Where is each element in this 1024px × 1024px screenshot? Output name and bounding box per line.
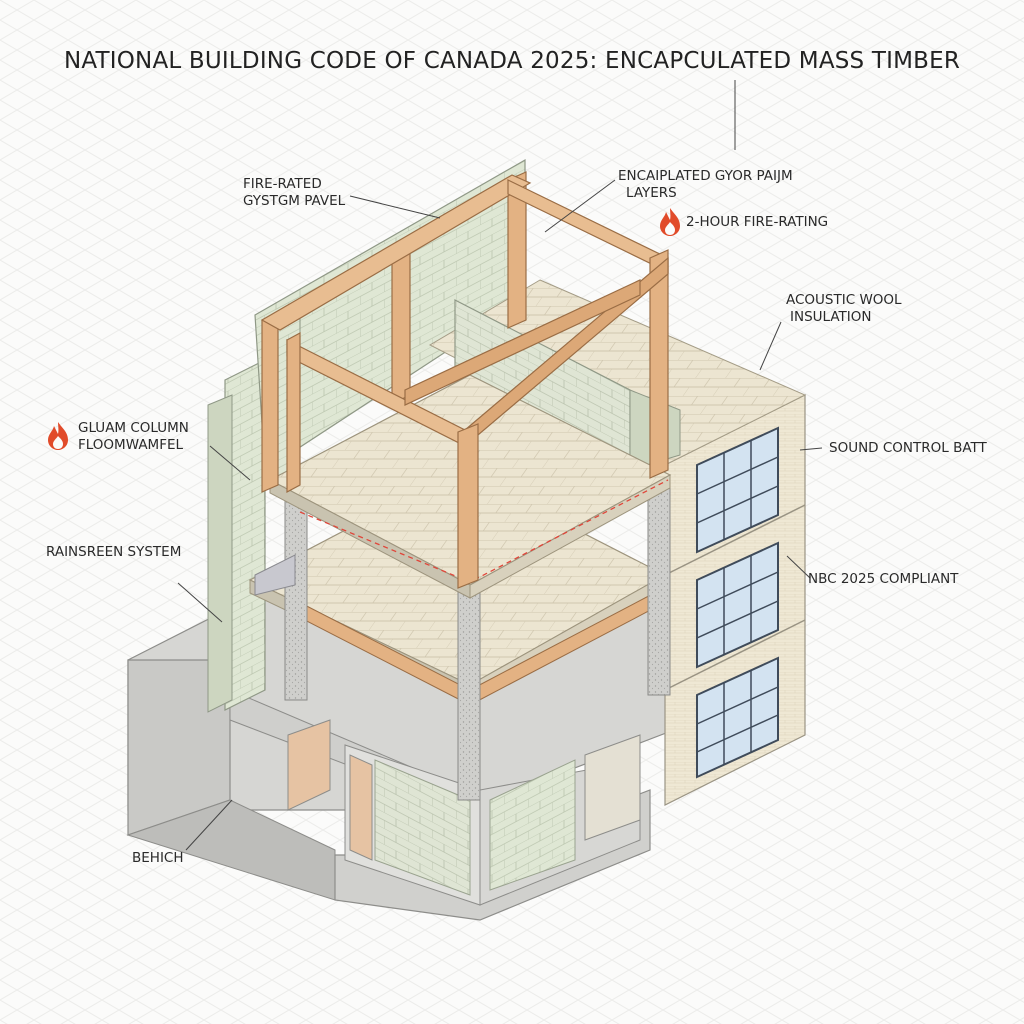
label-bench: BEHICH <box>132 850 184 866</box>
label-fire-rated-panel: FIRE-RATED GYSTGM PAVEL <box>243 176 345 210</box>
label-nbc-compliant: NBC 2025 COMPLIANT <box>808 571 959 587</box>
label-line: FLOOMWAMFEL <box>78 437 184 453</box>
label-line: LAYERS <box>626 185 677 201</box>
diagram-title: NATIONAL BUILDING CODE OF CANADA 2025: E… <box>63 48 961 74</box>
label-fire-rating: 2-HOUR FIRE-RATING <box>686 214 829 230</box>
label-line: GYSTGM PAVEL <box>243 193 346 209</box>
label-sound-control: SOUND CONTROL BATT <box>829 440 987 456</box>
label-line: ACOUSTIC WOOL <box>786 292 902 308</box>
leader-lines <box>177 80 823 851</box>
label-line: ENCAIPLATED GYOR PAIJM <box>618 168 793 184</box>
label-line: INSULATION <box>790 309 872 325</box>
window <box>696 541 779 669</box>
label-line: GLUAM COLUMN <box>78 420 189 436</box>
label-rainscreen: RAINSREEN SYSTEM <box>46 544 182 560</box>
facade-windows <box>696 426 779 779</box>
flame-icon <box>660 208 680 236</box>
concrete-podium <box>126 597 701 921</box>
label-glulam-column: GLUAM COLUMN FLOOMWAMFEL <box>78 420 189 454</box>
label-line: FIRE-RATED <box>243 176 322 192</box>
glulam-frame <box>260 171 669 589</box>
rainscreen-wall <box>207 359 266 713</box>
label-acoustic-wool: ACOUSTIC WOOL INSULATION <box>786 292 902 326</box>
label-encapsulated-layers: ENCAIPLATED GYOR PAIJM LAYERS <box>618 168 793 202</box>
window <box>696 656 779 779</box>
window <box>696 426 779 554</box>
concrete-columns <box>284 479 671 801</box>
flame-icon <box>48 422 68 450</box>
